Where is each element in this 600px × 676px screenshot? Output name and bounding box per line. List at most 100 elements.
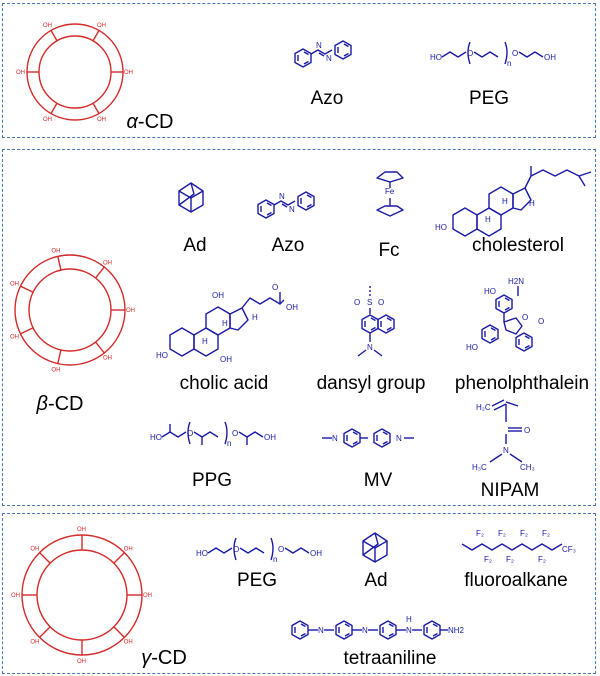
svg-text:OH: OH	[264, 433, 276, 442]
svg-text:H₃C: H₃C	[472, 463, 487, 472]
nipam-label: NIPAM	[481, 480, 540, 501]
hydroxyl-group: OH	[103, 356, 112, 362]
glucose-unit-bond	[95, 266, 105, 279]
hydroxyl-group: OH	[51, 368, 60, 374]
svg-text:N: N	[367, 343, 373, 352]
hydroxyl-group: OH	[126, 308, 135, 314]
gamma-cd-label: γ-CD	[141, 647, 187, 669]
glucose-unit-bond	[39, 626, 51, 638]
hydroxyl-group: OH	[77, 527, 86, 533]
hydroxyl-group: OH	[10, 282, 19, 288]
svg-text:OH: OH	[544, 53, 556, 62]
svg-text:OH: OH	[286, 303, 298, 312]
hydroxyl-group: OH	[103, 260, 112, 266]
svg-text:H: H	[502, 197, 508, 206]
svg-text:CH₃: CH₃	[520, 463, 535, 472]
svg-text:F₂: F₂	[506, 555, 514, 564]
phenolphthalein-label: phenolphthalein	[455, 373, 589, 394]
glucose-unit-bond	[57, 349, 62, 364]
ppg-label: PPG	[192, 470, 232, 491]
svg-text:HO: HO	[150, 433, 162, 442]
tetraaniline-label: tetraaniline	[344, 648, 437, 669]
glucose-unit-bond	[113, 552, 125, 564]
svg-text:H₂C: H₂C	[476, 403, 491, 412]
svg-text:O: O	[232, 429, 238, 438]
svg-text:F₂: F₂	[520, 529, 528, 538]
glucose-unit-bond	[50, 102, 58, 114]
hydroxyl-group: OH	[16, 70, 25, 76]
svg-text:H: H	[202, 337, 208, 346]
dansyl-structure: S O O N	[354, 286, 395, 357]
alpha-cd-label: α-CD	[127, 111, 174, 133]
svg-text:N: N	[406, 626, 412, 635]
svg-text:O: O	[538, 317, 544, 326]
hydroxyl-group: OH	[30, 546, 39, 552]
glucose-unit-bond	[20, 327, 34, 335]
svg-text:H: H	[252, 313, 258, 322]
svg-text:NH2: NH2	[448, 626, 465, 635]
hydroxyl-group: OH	[43, 23, 52, 29]
svg-text:CF₃: CF₃	[562, 545, 576, 554]
hydroxyl-group: OH	[124, 70, 133, 76]
svg-text:H: H	[529, 199, 535, 208]
svg-text:O: O	[522, 313, 528, 322]
svg-text:HO: HO	[484, 287, 496, 296]
svg-text:F₂: F₂	[538, 555, 546, 564]
nipam-structure: H₂C O N H₃C CH₃	[472, 399, 535, 472]
hydroxyl-group: OH	[11, 593, 20, 599]
glucose-unit-bond	[57, 256, 62, 271]
svg-text:n: n	[507, 59, 511, 68]
alpha-cd-panel	[2, 3, 596, 138]
glucose-unit-bond	[50, 30, 58, 42]
hydroxyl-group: OH	[30, 640, 39, 646]
peg-label-alpha: PEG	[469, 88, 509, 109]
svg-text:O: O	[278, 545, 284, 554]
svg-text:N: N	[503, 446, 509, 455]
mv-label: MV	[364, 470, 393, 491]
fluoroalkane-structure: F₂ F₂ F₂ F₂ F₂ F₂ F₂ CF₃	[461, 529, 576, 564]
svg-text:N: N	[332, 434, 338, 443]
svg-text:H: H	[485, 215, 491, 224]
peg-structure-gamma: HO O n O OH	[196, 537, 322, 564]
fluoroalkane-label: fluoroalkane	[464, 570, 568, 591]
glucose-unit-bond	[39, 552, 51, 564]
ppg-structure: HO O n O OH	[150, 421, 276, 448]
svg-text:N: N	[289, 205, 295, 214]
svg-text:HO: HO	[435, 223, 447, 232]
gamma-cd-panel	[2, 513, 596, 674]
cholesterol-structure: HO H H H	[435, 166, 592, 237]
svg-text:N: N	[362, 626, 368, 635]
cholic-acid-structure: O OH OH HO OH H H H	[156, 283, 298, 364]
adamantane-structure-beta	[178, 182, 204, 213]
svg-text:O: O	[467, 49, 473, 58]
svg-text:O: O	[187, 429, 193, 438]
svg-text:N: N	[396, 434, 402, 443]
svg-text:F₂: F₂	[484, 555, 492, 564]
svg-text:HO: HO	[466, 343, 478, 352]
hydroxyl-group: OH	[124, 640, 133, 646]
svg-text:Fe: Fe	[385, 187, 395, 196]
cholesterol-label: cholesterol	[472, 235, 564, 256]
glucose-unit-bond	[95, 341, 105, 354]
mv-structure: N N	[322, 428, 414, 448]
tetraaniline-structure: N N N H NH2	[291, 615, 465, 640]
ad-label-beta: Ad	[183, 235, 206, 256]
svg-text:O: O	[233, 545, 239, 554]
svg-text:HO: HO	[430, 53, 442, 62]
hydroxyl-group: OH	[43, 117, 52, 123]
svg-text:S: S	[367, 298, 372, 307]
azo-structure-alpha: N N	[295, 41, 351, 67]
peg-label-gamma: PEG	[237, 570, 277, 591]
svg-text:H2N: H2N	[508, 277, 524, 286]
svg-text:OH: OH	[310, 549, 322, 558]
azo-label-beta: Azo	[272, 235, 305, 256]
svg-text:O: O	[354, 298, 360, 307]
dansyl-label: dansyl group	[317, 373, 426, 394]
azo-label-alpha: Azo	[311, 88, 344, 109]
hydroxyl-group: OH	[97, 117, 106, 123]
beta-cd-label: β-CD	[36, 393, 84, 415]
svg-text:O: O	[512, 49, 518, 58]
